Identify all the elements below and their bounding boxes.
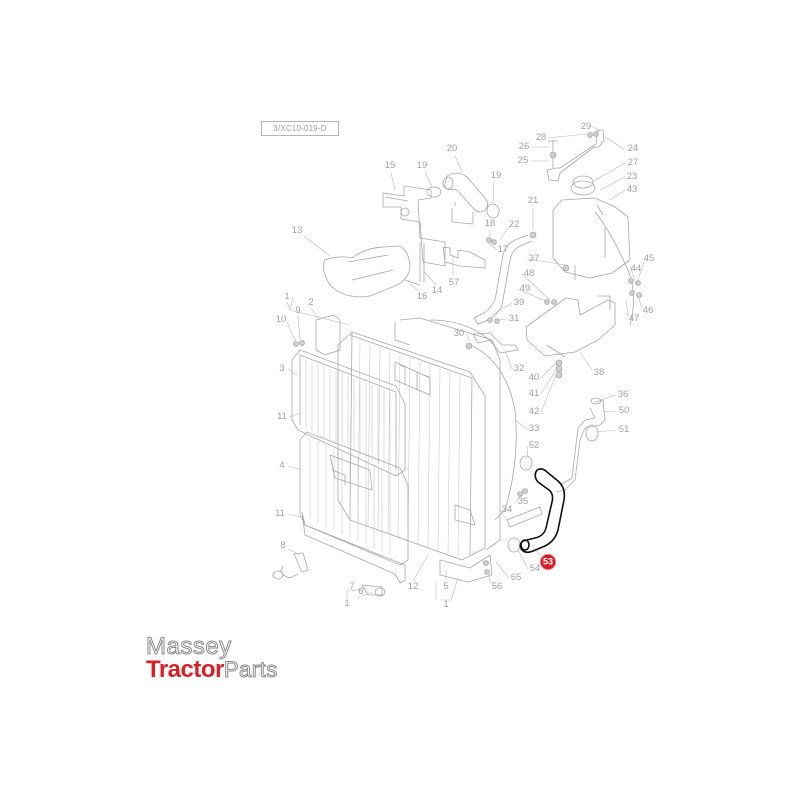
callout-part-number: 1 xyxy=(344,598,350,609)
callout-part-number: 1 xyxy=(443,599,449,610)
callout-part-number: 43 xyxy=(626,184,638,195)
callout-part-number: 17 xyxy=(497,244,509,255)
brand-logo: Massey TractorParts xyxy=(146,633,316,685)
callout-part-number: 54 xyxy=(529,563,541,574)
callout-part-number: 38 xyxy=(593,367,605,378)
callout-part-number: 44 xyxy=(630,263,642,274)
callout-part-number: 29 xyxy=(580,121,592,132)
callout-part-number: 19 xyxy=(416,160,428,171)
clamp-19 xyxy=(426,186,500,219)
brand-logo-line1: Massey xyxy=(146,633,316,660)
callout-part-number: 45 xyxy=(643,253,655,264)
callout-part-number: 35 xyxy=(517,496,529,507)
brand-parts-text: Parts xyxy=(223,657,278,682)
clamp-52 xyxy=(519,455,533,471)
callout-part-number: 30 xyxy=(453,328,465,339)
callout-part-number: 1 xyxy=(284,291,290,302)
callout-part-number: 21 xyxy=(527,195,539,206)
callout-part-number: 24 xyxy=(627,143,639,154)
callout-part-number: 39 xyxy=(513,297,525,308)
callout-part-number: 13 xyxy=(291,225,303,236)
callout-part-number: 22 xyxy=(508,219,520,230)
callout-part-number: 23 xyxy=(626,171,638,182)
callout-part-number: 20 xyxy=(446,143,458,154)
callout-part-number: 11 xyxy=(277,411,287,422)
fan-shroud-33 xyxy=(394,317,517,551)
diagram-reference-code: 3/XC10-019-D xyxy=(261,121,339,136)
callout-part-number: 36 xyxy=(617,389,629,400)
callout-part-number: 51 xyxy=(618,424,630,435)
callout-part-number: 16 xyxy=(416,291,428,302)
callout-part-number: 12 xyxy=(407,581,419,592)
callout-part-number: 48 xyxy=(523,268,535,279)
callout-part-number: 33 xyxy=(528,423,540,434)
brand-massey-text: Massey xyxy=(146,633,232,660)
callout-part-number: 40 xyxy=(528,372,540,383)
callout-part-number: 5 xyxy=(443,581,449,592)
expansion-tank xyxy=(552,175,631,280)
condenser-4 xyxy=(299,431,409,566)
callout-part-number: 42 xyxy=(528,406,540,417)
bracket-15 xyxy=(382,185,446,267)
callout-part-number: 8 xyxy=(280,540,286,551)
callout-part-number: 2 xyxy=(308,297,314,308)
callout-part-number: 57 xyxy=(448,277,460,288)
callout-part-number: 41 xyxy=(528,388,540,399)
hose-50 xyxy=(555,397,606,493)
callout-part-number: 10 xyxy=(275,314,287,325)
callout-part-number: 31 xyxy=(508,313,520,324)
bracket-24 xyxy=(546,129,605,182)
hose-53 xyxy=(519,468,566,554)
callout-part-number: 27 xyxy=(627,157,639,168)
callout-part-number: 3 xyxy=(279,363,285,374)
callout-highlighted-part[interactable]: 53 xyxy=(540,554,556,570)
callout-part-number: 11 xyxy=(275,508,285,519)
callout-part-number: 7 xyxy=(349,581,355,592)
hose-22 xyxy=(473,234,533,325)
callout-part-number: 52 xyxy=(528,440,540,451)
callout-part-number: 37 xyxy=(528,253,540,264)
callout-part-number: 9 xyxy=(295,305,301,316)
callout-part-number: 47 xyxy=(628,313,640,324)
callout-part-number: 26 xyxy=(518,141,530,152)
callout-part-number: 18 xyxy=(484,218,496,229)
callout-part-number: 65 xyxy=(510,572,522,583)
callout-part-number: 6 xyxy=(358,586,364,597)
brand-logo-line2: TractorParts xyxy=(146,656,316,685)
callout-part-number: 4 xyxy=(279,460,285,471)
brand-tractor-text: Tractor xyxy=(146,656,224,683)
guard-38 xyxy=(525,295,616,358)
callout-part-number: 56 xyxy=(491,581,503,592)
callout-part-number: 32 xyxy=(513,363,525,374)
callout-part-number: 46 xyxy=(642,305,654,316)
hose-20 xyxy=(442,172,489,213)
callout-part-number: 25 xyxy=(517,155,529,166)
hose-13 xyxy=(322,245,411,298)
callout-part-number: 50 xyxy=(618,405,630,416)
callout-part-number: 34 xyxy=(501,504,513,515)
callout-part-number: 15 xyxy=(384,160,396,171)
oil-cooler-3 xyxy=(291,349,406,477)
callout-part-number: 14 xyxy=(431,285,443,296)
callout-part-number: 28 xyxy=(535,132,547,143)
callout-part-number: 49 xyxy=(519,283,531,294)
callout-part-number: 19 xyxy=(490,170,502,181)
